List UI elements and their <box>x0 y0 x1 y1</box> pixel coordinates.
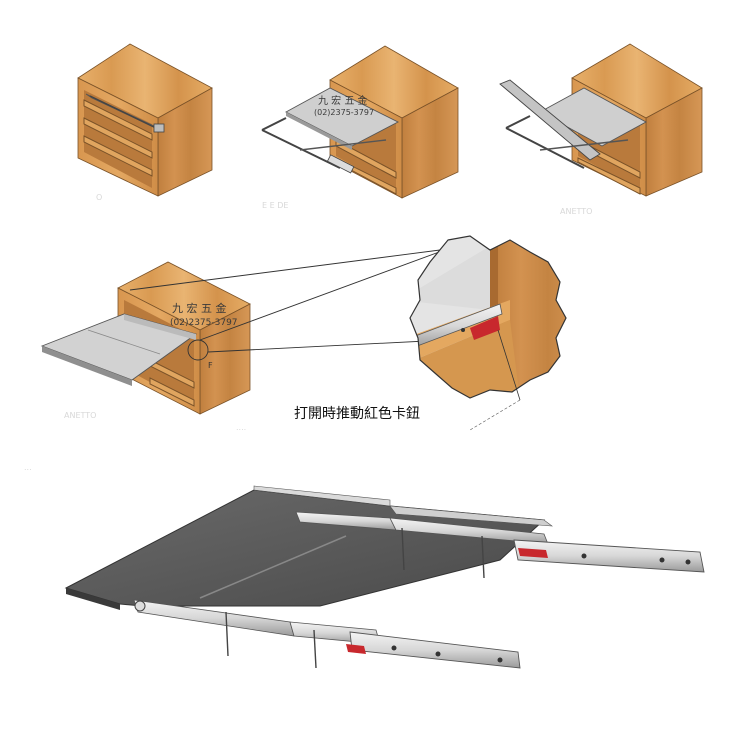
red-clip-lower <box>346 644 366 654</box>
detail-leader-lines <box>129 247 451 353</box>
cabinet-shelf-tilted: ANETTO <box>499 43 703 216</box>
shelf-board-with-slide-rails <box>64 485 705 669</box>
detail-circle <box>187 339 209 361</box>
svg-text:O: O <box>96 193 102 202</box>
svg-text:...: ... <box>24 463 32 472</box>
detail-magnified-view <box>409 235 567 431</box>
stamp-text: 九 宏 五 金 <box>318 94 368 107</box>
stamp-phone-middle: (02)2375-3797 <box>170 318 238 328</box>
cabinet-closed: O <box>77 43 213 202</box>
upper-slide-rail <box>295 511 705 579</box>
svg-text:ANETTO: ANETTO <box>560 207 592 216</box>
detail-marker: F <box>208 361 213 370</box>
cabinet-shelf-extended: 九 宏 五 金 (02)2375-3797 E E DE <box>261 45 459 210</box>
lower-slide-rail <box>133 599 521 669</box>
stamp-phone: (02)2375-3797 <box>314 108 374 117</box>
callout-label: 打開時推動紅色卡鈕 <box>294 405 420 422</box>
red-clip-upper <box>518 548 548 558</box>
red-release-clip <box>470 316 500 340</box>
svg-text:E E DE: E E DE <box>262 201 288 210</box>
stamp-text-middle: 九 宏 五 金 <box>172 301 227 315</box>
cabinet-with-foldout-panel: 九 宏 五 金 (02)2375-3797 F ANETTO .... ... <box>24 261 251 472</box>
svg-text:ANETTO: ANETTO <box>64 411 96 420</box>
svg-text:....: .... <box>236 423 246 432</box>
